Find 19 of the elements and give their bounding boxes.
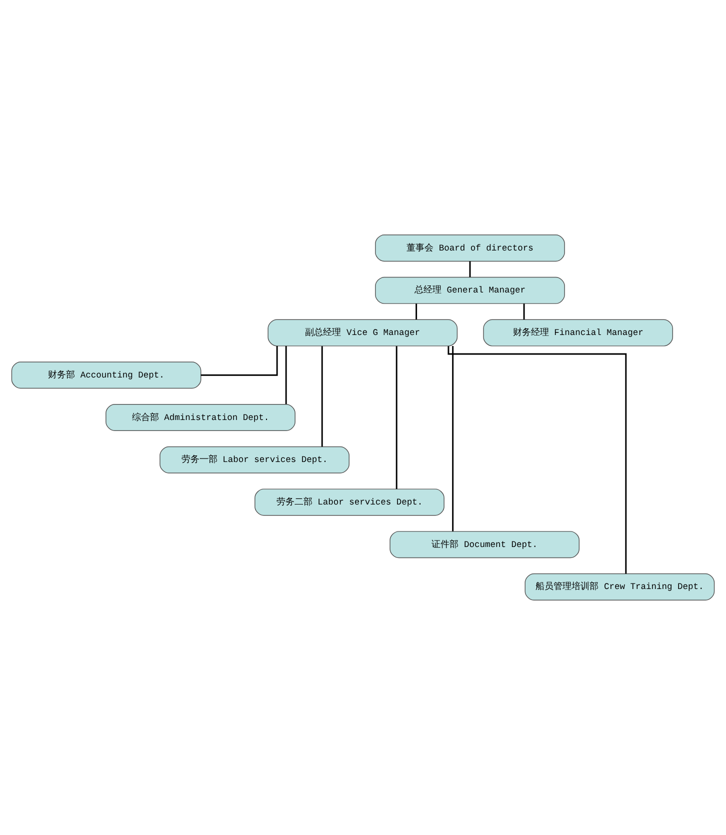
node-box: 财务经理 Financial Manager <box>483 319 674 346</box>
connector <box>200 346 278 376</box>
connector <box>321 346 323 447</box>
connector <box>285 346 287 404</box>
connector <box>396 346 398 489</box>
node-box: 证件部 Document Dept. <box>390 531 580 558</box>
node-box: 总经理 General Manager <box>375 276 565 304</box>
node-box: 船员管理培训部 Crew Training Dept. <box>524 573 715 600</box>
connector <box>448 346 627 574</box>
connector <box>523 304 525 320</box>
node-box: 劳务一部 Labor services Dept. <box>160 446 350 474</box>
connector <box>416 304 418 320</box>
node-box: 综合部 Administration Dept. <box>106 404 296 431</box>
connector <box>452 346 454 532</box>
node-box: 劳务二部 Labor services Dept. <box>254 488 444 516</box>
node-box: 财务部 Accounting Dept. <box>11 362 202 389</box>
node-box: 董事会 Board of directors <box>375 234 565 262</box>
connector <box>469 261 471 278</box>
node-box: 副总经理 Vice G Manager <box>268 319 458 346</box>
